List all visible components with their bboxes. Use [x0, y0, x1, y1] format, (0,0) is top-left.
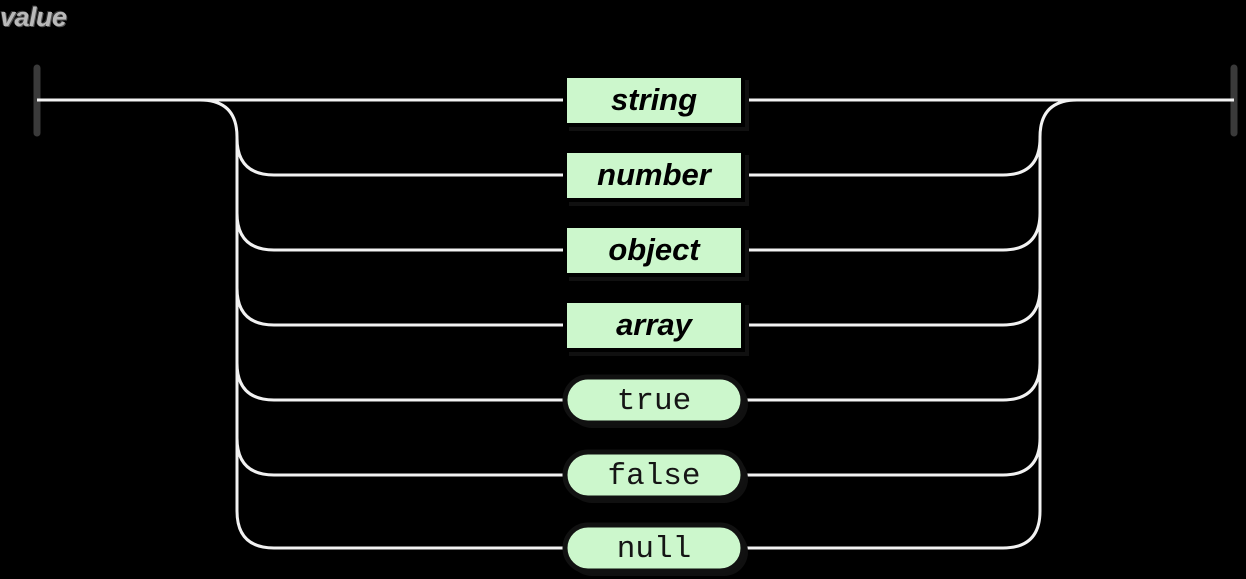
node-null-label: null — [617, 532, 691, 567]
node-string[interactable]: string — [563, 74, 749, 131]
node-null[interactable]: null — [562, 522, 748, 576]
node-true-label: true — [617, 384, 691, 419]
node-array[interactable]: array — [563, 299, 749, 356]
node-object-label: object — [608, 232, 701, 267]
rail-branch-right-false — [740, 437, 1042, 477]
rail-branch-right-array — [743, 287, 1042, 327]
node-number-label: number — [597, 157, 713, 192]
node-string-label: string — [611, 82, 697, 117]
node-number[interactable]: number — [563, 149, 749, 206]
node-object[interactable]: object — [563, 224, 749, 281]
page-title: value — [0, 2, 67, 32]
rail-branch-left-number — [235, 137, 565, 177]
rail-right-spine — [1002, 98, 1078, 550]
rail-branch-right-number — [743, 137, 1042, 177]
rail-left-spine — [199, 98, 275, 550]
node-array-label: array — [616, 307, 694, 342]
node-true[interactable]: true — [562, 374, 748, 428]
node-false[interactable]: false — [562, 449, 748, 503]
rail-branch-left-true — [235, 362, 568, 402]
rail-branch-left-false — [235, 437, 568, 477]
rail-branch-left-array — [235, 287, 565, 327]
rail-branch-left-object — [235, 212, 565, 252]
rail-branch-right-true — [740, 362, 1042, 402]
rail-branch-right-object — [743, 212, 1042, 252]
node-false-label: false — [607, 459, 700, 494]
